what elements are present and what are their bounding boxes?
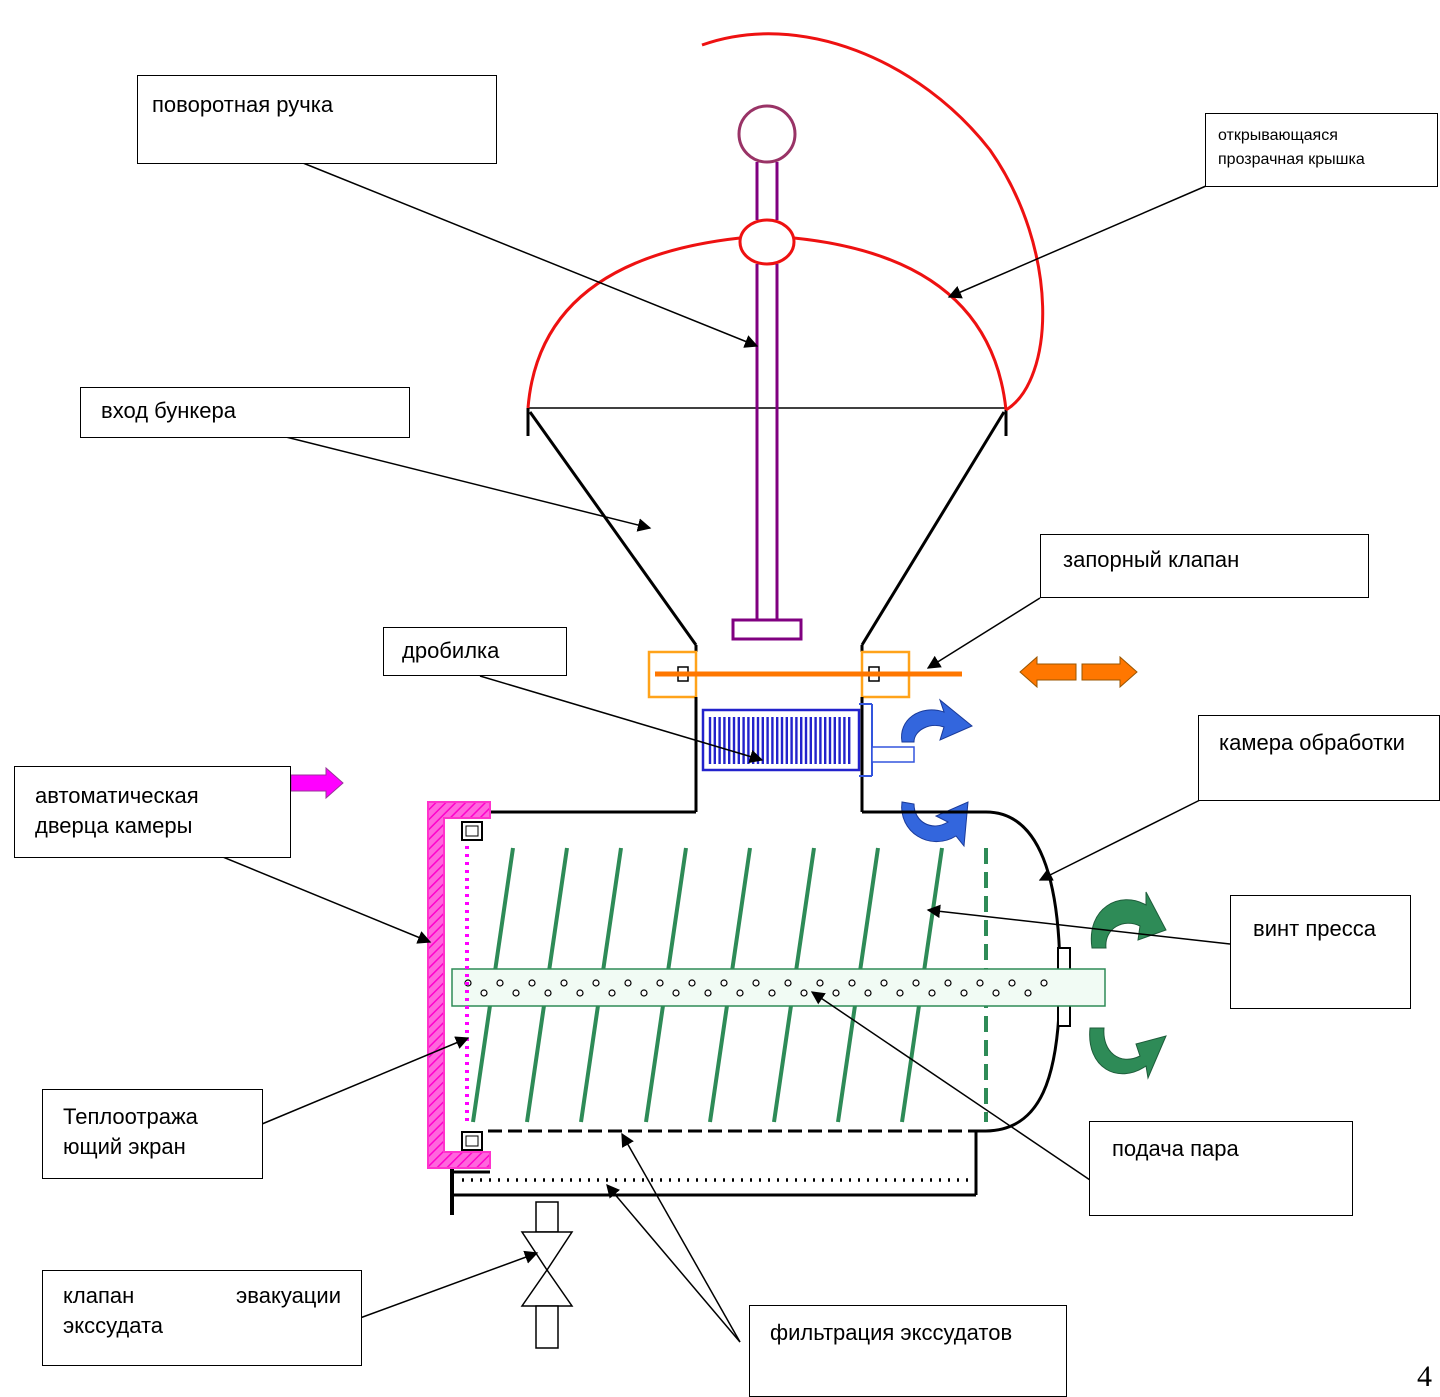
- hopper-inlet: [526, 407, 1008, 646]
- label-drain-valve: клапан эвакуации экссудата: [42, 1270, 362, 1366]
- label-rotary-handle: поворотная ручка: [137, 75, 497, 164]
- label-press-screw: винт пресса: [1230, 895, 1411, 1009]
- steam-hole: [912, 979, 920, 987]
- exudate-drain-valve: [520, 1201, 574, 1349]
- steam-hole: [736, 989, 744, 997]
- steam-hole: [672, 989, 680, 997]
- steam-hole: [1008, 979, 1016, 987]
- steam-hole: [496, 979, 504, 987]
- transparent-lid: [526, 32, 1045, 412]
- steam-hole: [560, 979, 568, 987]
- label-crusher: дробилка: [383, 627, 567, 676]
- steam-hole: [784, 979, 792, 987]
- steam-hole: [576, 989, 584, 997]
- steam-hole: [864, 989, 872, 997]
- leader-lines: [161, 162, 1231, 1343]
- label-heat-shield: Теплоотража ющий экран: [42, 1089, 263, 1179]
- steam-hole: [1040, 979, 1048, 987]
- steam-hole: [752, 979, 760, 987]
- label-drain-valve-line2: экссудата: [63, 1313, 164, 1338]
- valve-motion-arrow: [1019, 655, 1138, 689]
- steam-hole: [704, 989, 712, 997]
- steam-hole: [512, 989, 520, 997]
- steam-hole: [800, 989, 808, 997]
- steam-hole: [528, 979, 536, 987]
- steam-hole: [1024, 989, 1032, 997]
- steam-hole: [960, 989, 968, 997]
- label-steam-supply: подача пара: [1089, 1121, 1353, 1216]
- steam-hole: [624, 979, 632, 987]
- rotary-handle: [731, 104, 803, 641]
- steam-hole: [720, 979, 728, 987]
- steam-hole: [688, 979, 696, 987]
- label-shutoff-valve: запорный клапан: [1040, 534, 1369, 598]
- label-drain-valve-word2: эвакуации: [236, 1283, 341, 1308]
- steam-hole: [992, 989, 1000, 997]
- steam-hole: [768, 989, 776, 997]
- steam-hole: [976, 979, 984, 987]
- steam-hole: [880, 979, 888, 987]
- steam-holes: [464, 979, 1048, 997]
- steam-hole: [608, 989, 616, 997]
- label-drain-valve-word1: клапан: [63, 1283, 135, 1308]
- steam-hole: [544, 989, 552, 997]
- label-drain-valve-line1: клапан эвакуации: [63, 1281, 341, 1311]
- steam-hole: [928, 989, 936, 997]
- steam-hole: [480, 989, 488, 997]
- page-number: 4: [1417, 1360, 1432, 1393]
- label-transparent-lid: открывающаяся прозрачная крышка: [1205, 113, 1438, 187]
- steam-hole: [832, 989, 840, 997]
- crusher-rotation-arrow: [901, 698, 973, 848]
- steam-hole: [816, 979, 824, 987]
- crusher-blades: [708, 717, 851, 764]
- steam-hole: [656, 979, 664, 987]
- label-filtration: фильтрация экссудатов: [749, 1305, 1067, 1397]
- steam-hole: [640, 989, 648, 997]
- crusher-housing: [694, 697, 864, 812]
- steam-hole: [896, 989, 904, 997]
- steam-hole: [944, 979, 952, 987]
- label-chamber-door: автоматическая дверца камеры: [14, 766, 291, 858]
- label-hopper-inlet: вход бункера: [80, 387, 410, 438]
- steam-hole: [592, 979, 600, 987]
- label-processing-chamber: камера обработки: [1198, 715, 1440, 801]
- shutoff-valve: [647, 645, 962, 699]
- steam-supply-shaft: [451, 968, 1106, 1007]
- chamber-door: [427, 801, 491, 1169]
- steam-hole: [848, 979, 856, 987]
